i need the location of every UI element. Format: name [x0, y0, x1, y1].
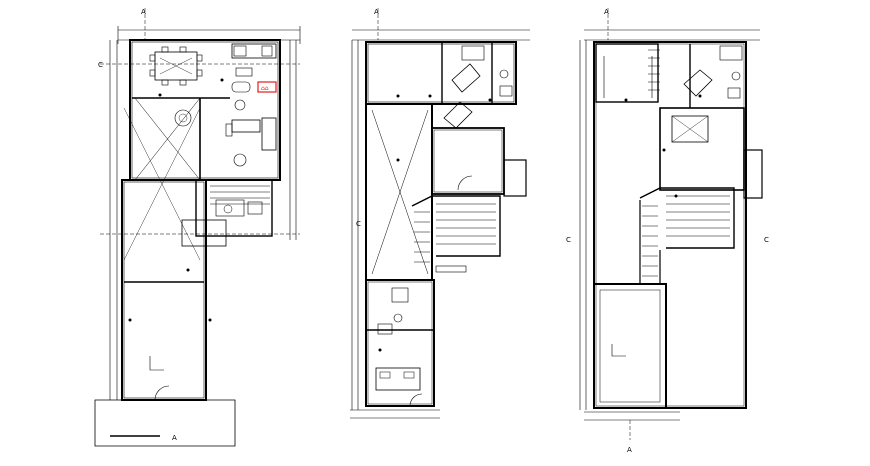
- second-floor-plan: A C C: [566, 8, 769, 454]
- stove-accent-box: [257, 81, 277, 93]
- ground-axis-a-top: A: [141, 8, 146, 16]
- ground-axis-c-left: C: [98, 61, 103, 69]
- first-axis-c-left: C: [356, 220, 361, 228]
- second-axis-a-bottom: A: [627, 446, 632, 454]
- second-axis-a-top: A: [604, 8, 609, 16]
- first-axis-a-top: A: [374, 8, 379, 16]
- ground-floor-plan: ⌂⌂: [94, 8, 301, 447]
- ground-axis-a-bottom: A: [172, 434, 177, 442]
- second-axis-c-left: C: [566, 236, 571, 244]
- svg-text:⌂⌂: ⌂⌂: [261, 85, 269, 92]
- first-floor-plan: A C: [350, 8, 530, 419]
- second-axis-c-right: C: [764, 236, 769, 244]
